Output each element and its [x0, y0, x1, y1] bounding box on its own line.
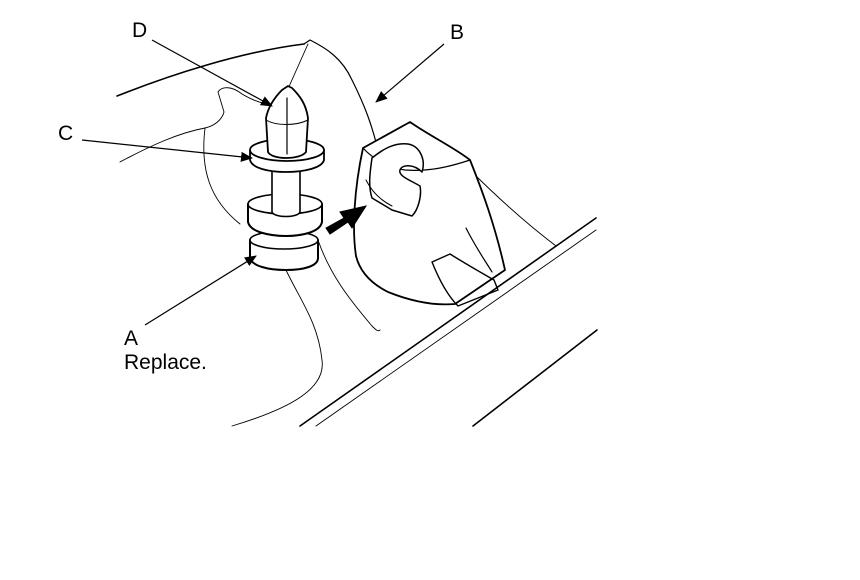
panel-lower-body	[203, 127, 241, 225]
clip-holder-body	[353, 121, 506, 306]
pin-assembly	[247, 85, 325, 271]
clip-holder-slot-inner	[365, 179, 393, 207]
panel-right-side	[469, 169, 557, 247]
panel-drop-1	[231, 267, 323, 427]
clip-holder-slot	[368, 142, 424, 217]
callout-note-a: Replace.	[124, 351, 207, 374]
panel-top-edge	[116, 43, 305, 97]
rail-lower	[315, 229, 597, 427]
callout-letter-d: D	[132, 19, 148, 42]
leader-c	[81, 139, 253, 162]
clip-holder-window	[431, 253, 499, 307]
panel-drop-2	[317, 239, 381, 332]
callout-letter-a: A	[124, 327, 139, 350]
rail-upper	[299, 217, 597, 427]
clip-holder-rib	[465, 227, 493, 273]
callout-letter-c: C	[58, 122, 74, 145]
leader-d	[151, 39, 273, 107]
clip-holder	[353, 121, 506, 307]
rail-separate	[472, 329, 598, 427]
leader-lines	[81, 39, 445, 326]
pin-shaft	[271, 159, 301, 218]
insertion-arrow-shape	[325, 205, 368, 235]
leader-a	[144, 255, 257, 326]
panel-ridge	[303, 39, 379, 151]
panel-left-ledge	[119, 87, 273, 163]
insertion-arrow	[325, 205, 368, 235]
callout-letter-b: B	[450, 21, 465, 44]
pin-head-facet	[265, 119, 309, 125]
leader-b	[375, 43, 445, 103]
trim-panel	[116, 39, 598, 427]
